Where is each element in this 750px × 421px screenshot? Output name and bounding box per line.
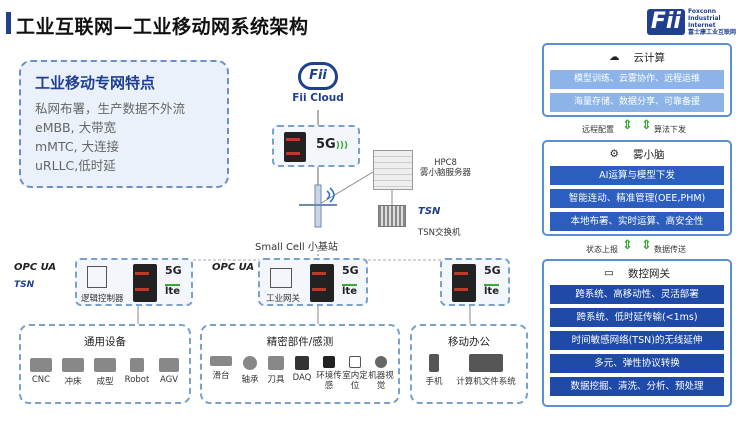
computer-file-system-item: 计算机文件系统: [450, 354, 522, 387]
gateway-bar: 跨系统、高移动性、灵活部署: [550, 285, 724, 304]
agv-item: AGV: [155, 358, 183, 385]
panel-header: ▭数控网关: [604, 267, 670, 280]
feature-item: mMTC, 大连接: [35, 139, 120, 154]
feature-item: uRLLC,低时延: [35, 158, 116, 173]
opcua-logo: OPC UA: [14, 262, 57, 273]
nc-gateway-panel: ▭数控网关 跨系统、高移动性、灵活部署 跨系统、低时延传输(<1ms) 时间敏感…: [542, 259, 732, 407]
group-general-equipment: 通用设备 CNC 冲床 成型 Robot AGV: [19, 324, 191, 404]
small-cell-label: Small Cell 小基站: [255, 242, 338, 253]
5g-logo: 5G: [165, 264, 182, 277]
env-sensor-item: 环境传感: [316, 356, 342, 391]
phone-item: 手机: [422, 354, 446, 387]
fog-bar: AI运算与模型下发: [550, 166, 724, 185]
robot-item: Robot: [121, 358, 153, 385]
gateway-icon: [270, 268, 292, 288]
5g-logo: 5G))): [316, 137, 349, 152]
lte-logo: lte: [484, 284, 499, 297]
core-5g-box: 5G))): [272, 125, 360, 167]
group-title: 精密部件/感测: [266, 336, 334, 348]
lte-logo: lte: [342, 284, 357, 297]
feature-item: 私网布署，生产数据不外流: [35, 101, 186, 116]
cloud-computing-panel: ☁云计算 模型训练、云雾协作、远程运维 海量存储、数据分享、可靠备援: [542, 43, 732, 117]
gateway-bar: 跨系统、低时延传输(<1ms): [550, 308, 724, 327]
cloud-bar: 模型训练、云雾协作、远程运维: [550, 70, 724, 89]
tool-item: 刀具: [264, 356, 288, 385]
down-arrow-icon: ⇕: [641, 118, 652, 133]
cloud-icon: Fii: [298, 62, 338, 90]
group-title: 移动办公: [448, 336, 490, 348]
algorithm-dispatch-label: 算法下发: [654, 125, 686, 134]
opcua-logo: OPC UA: [212, 262, 255, 273]
panel-header: ⚙雾小脑: [609, 148, 665, 161]
gateway-bar: 数据挖掘、清洗、分析、预处理: [550, 377, 724, 396]
remote-config-label: 远程配置: [582, 125, 614, 134]
antenna-icon: [299, 184, 337, 228]
tsn-logo: TSN: [418, 206, 441, 217]
fog-brain-panel: ⚙雾小脑 AI运算与模型下发 智能连动、精准管理(OEE,PHM) 本地布署、实…: [542, 140, 732, 236]
logo-mark: Fii: [646, 9, 685, 35]
page-title: 工业互联网—工业移动网系统架构: [16, 16, 309, 38]
5g-logo: 5G: [342, 264, 359, 277]
molding-item: 成型: [93, 358, 117, 387]
data-transfer-label: 数据传送: [654, 245, 686, 254]
router-icon: [284, 132, 306, 162]
gateway-bar: 多元、弹性协议转换: [550, 354, 724, 373]
router-icon: [452, 264, 476, 302]
down-arrow-icon: ⇕: [641, 238, 652, 253]
5g-logo: 5G: [484, 264, 501, 277]
fii-cloud: Fii Fii Cloud: [288, 62, 348, 104]
features-heading: 工业移动专网特点: [35, 74, 156, 92]
edge-node-mobile: 5G lte: [440, 258, 510, 306]
status-report-label: 状态上报: [586, 245, 618, 254]
edge-node-controller: 逻辑控制器 5G lte: [75, 258, 193, 306]
machine-vision-item: 机器视觉: [368, 356, 394, 391]
router-icon: [133, 264, 157, 302]
up-arrow-icon: ⇕: [622, 118, 633, 133]
edge-node-label: 逻辑控制器: [81, 294, 124, 304]
cloud-bar: 海量存储、数据分享、可靠备援: [550, 93, 724, 112]
panel-header: ☁云计算: [609, 51, 665, 64]
feature-item: eMBB, 大带宽: [35, 120, 117, 135]
controller-icon: [87, 266, 107, 288]
server-icon: [373, 150, 413, 190]
cloud-icon: ☁: [609, 51, 620, 63]
group-precision-sensing: 精密部件/感测 滑台 轴承 刀具 DAQ 环境传感 室内定位 机器视觉: [200, 324, 400, 404]
title-accent-bar: [6, 12, 11, 34]
slide-item: 滑台: [208, 356, 234, 381]
up-arrow-icon: ⇕: [622, 238, 633, 253]
tsn-logo-small: TSN: [14, 280, 35, 290]
bearing-item: 轴承: [238, 356, 262, 385]
fog-bar: 智能连动、精准管理(OEE,PHM): [550, 189, 724, 208]
switch-icon: [378, 205, 406, 227]
tsn-switch-label: TSN交换机: [418, 228, 461, 238]
indoor-positioning-item: 室内定位: [342, 356, 368, 391]
brain-icon: ⚙: [609, 148, 619, 160]
features-panel: 工业移动专网特点 私网布署，生产数据不外流 eMBB, 大带宽 mMTC, 大连…: [19, 60, 229, 188]
press-item: 冲床: [61, 358, 85, 387]
edge-node-label: 工业网关: [266, 294, 301, 304]
lte-logo: lte: [165, 284, 180, 297]
gateway-bar: 时间敏感网络(TSN)的无线延伸: [550, 331, 724, 350]
gateway-icon: ▭: [604, 267, 614, 279]
daq-item: DAQ: [290, 356, 314, 383]
group-title: 通用设备: [84, 336, 126, 348]
cloud-label: Fii Cloud: [292, 92, 344, 104]
cnc-item: CNC: [29, 358, 53, 385]
router-icon: [310, 264, 334, 302]
edge-node-gateway: 工业网关 5G lte: [258, 258, 368, 306]
fog-bar: 本地布署、实时运算、高安全性: [550, 212, 724, 231]
group-mobile-office: 移动办公 手机 计算机文件系统: [410, 324, 528, 404]
